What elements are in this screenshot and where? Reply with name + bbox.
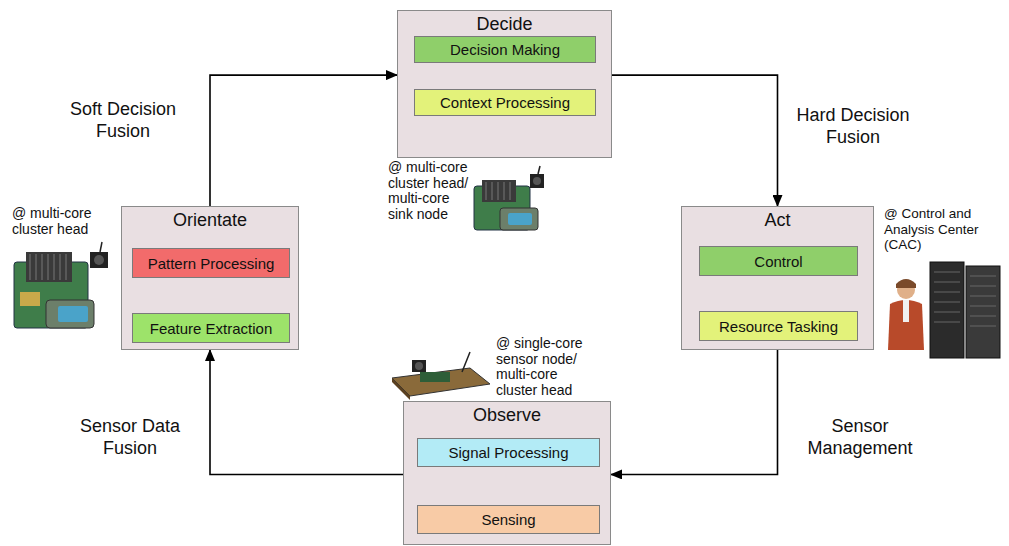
process-box: Decision Making — [414, 36, 596, 63]
flow-arrow — [612, 75, 778, 206]
stage-box: DecideDecision MakingContext Processing — [397, 10, 612, 158]
stage-box: OrientatePattern ProcessingFeature Extra… — [121, 206, 299, 350]
stage-box: ObserveSignal ProcessingSensing — [403, 401, 611, 545]
stage-box: ActControlResource Tasking — [681, 206, 874, 350]
process-box: Feature Extraction — [132, 313, 290, 343]
process-box: Control — [699, 246, 858, 276]
process-label: Sensing — [481, 511, 535, 528]
process-label: Context Processing — [440, 94, 570, 111]
process-label: Decision Making — [450, 41, 560, 58]
stage-title: Decide — [398, 14, 611, 35]
stage-title: Act — [682, 210, 873, 231]
process-box: Signal Processing — [417, 438, 600, 467]
process-label: Pattern Processing — [148, 255, 275, 272]
sink-node-device — [474, 166, 544, 230]
flow-label: Hard Decision Fusion — [788, 104, 918, 148]
flow-arrow — [611, 350, 778, 474]
process-label: Signal Processing — [448, 444, 568, 461]
flow-label: Sensor Data Fusion — [70, 415, 190, 459]
control-center-illustration — [888, 262, 1000, 358]
location-note: @ Control and Analysis Center (CAC) — [884, 206, 1002, 253]
process-box: Sensing — [417, 505, 600, 534]
location-note: @ multi-core cluster head — [12, 206, 112, 237]
cluster-head-device — [14, 242, 108, 328]
process-label: Feature Extraction — [150, 320, 273, 337]
process-label: Control — [754, 253, 802, 270]
stage-title: Observe — [404, 405, 610, 426]
stage-title: Orientate — [122, 210, 298, 231]
process-label: Resource Tasking — [719, 318, 838, 335]
process-box: Context Processing — [414, 89, 596, 116]
process-box: Pattern Processing — [132, 248, 290, 278]
location-note: @ multi-core cluster head/ multi-core si… — [388, 160, 474, 222]
flow-arrow — [210, 75, 397, 206]
flow-label: Sensor Management — [795, 415, 925, 459]
location-note: @ single-core sensor node/ multi-core cl… — [496, 336, 594, 398]
sensor-node-device — [392, 352, 490, 400]
flow-arrow — [210, 350, 403, 474]
process-box: Resource Tasking — [699, 311, 858, 341]
flow-label: Soft Decision Fusion — [58, 98, 188, 142]
